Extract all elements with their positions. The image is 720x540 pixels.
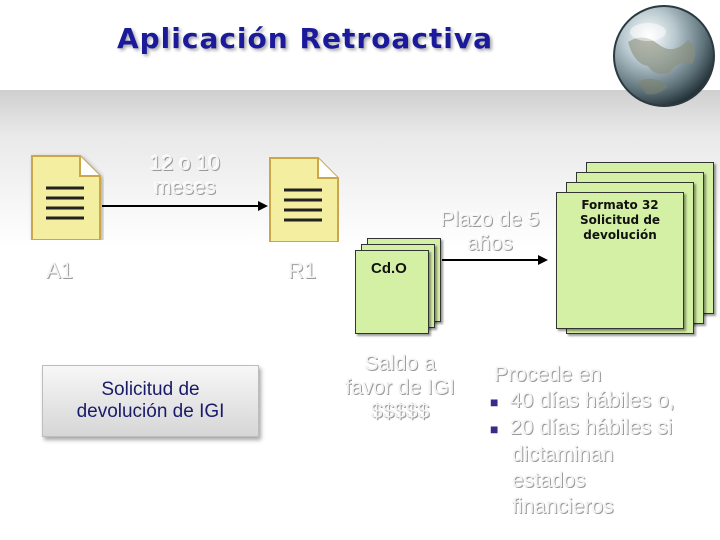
formato-label: Formato 32 Solicitud de devolución	[579, 198, 661, 242]
bullet-square-icon: ■	[490, 421, 499, 437]
globe-icon	[613, 5, 715, 107]
bullet-continuation: dictaminan	[512, 443, 614, 466]
bullet-square-icon: ■	[490, 394, 499, 410]
formato-stack: Formato 32 Solicitud de devolución	[556, 160, 720, 334]
bullet-item: ■20 días hábiles si	[490, 415, 715, 442]
bullet-continuation: financieros	[512, 495, 614, 518]
saldo-label: Saldo a favor de IGI $$$$$	[345, 352, 455, 423]
arrow-to-formato	[442, 255, 548, 265]
procede-block: Procede en ■40 días hábiles o, ■20 días …	[490, 362, 715, 520]
slide-title: Aplicación Retroactiva	[116, 22, 494, 55]
a1-label: A1	[46, 258, 73, 283]
document-icon	[269, 157, 339, 242]
bullet-continuation: estados	[512, 469, 586, 492]
meses-label: 12 o 10 meses	[149, 152, 221, 199]
cdo-label: Cd.O	[371, 260, 407, 277]
procede-heading: Procede en	[494, 363, 602, 386]
bullet-item: ■40 días hábiles o,	[490, 388, 715, 415]
arrow-a1-r1	[102, 201, 268, 211]
document-icon	[31, 155, 101, 240]
r1-label: R1	[288, 258, 317, 283]
plazo-label: Plazo de 5 años	[440, 208, 540, 255]
cdo-stack: Cd.O	[355, 238, 445, 338]
solicitud-box: Solicitud de devolución de IGI	[42, 365, 259, 437]
